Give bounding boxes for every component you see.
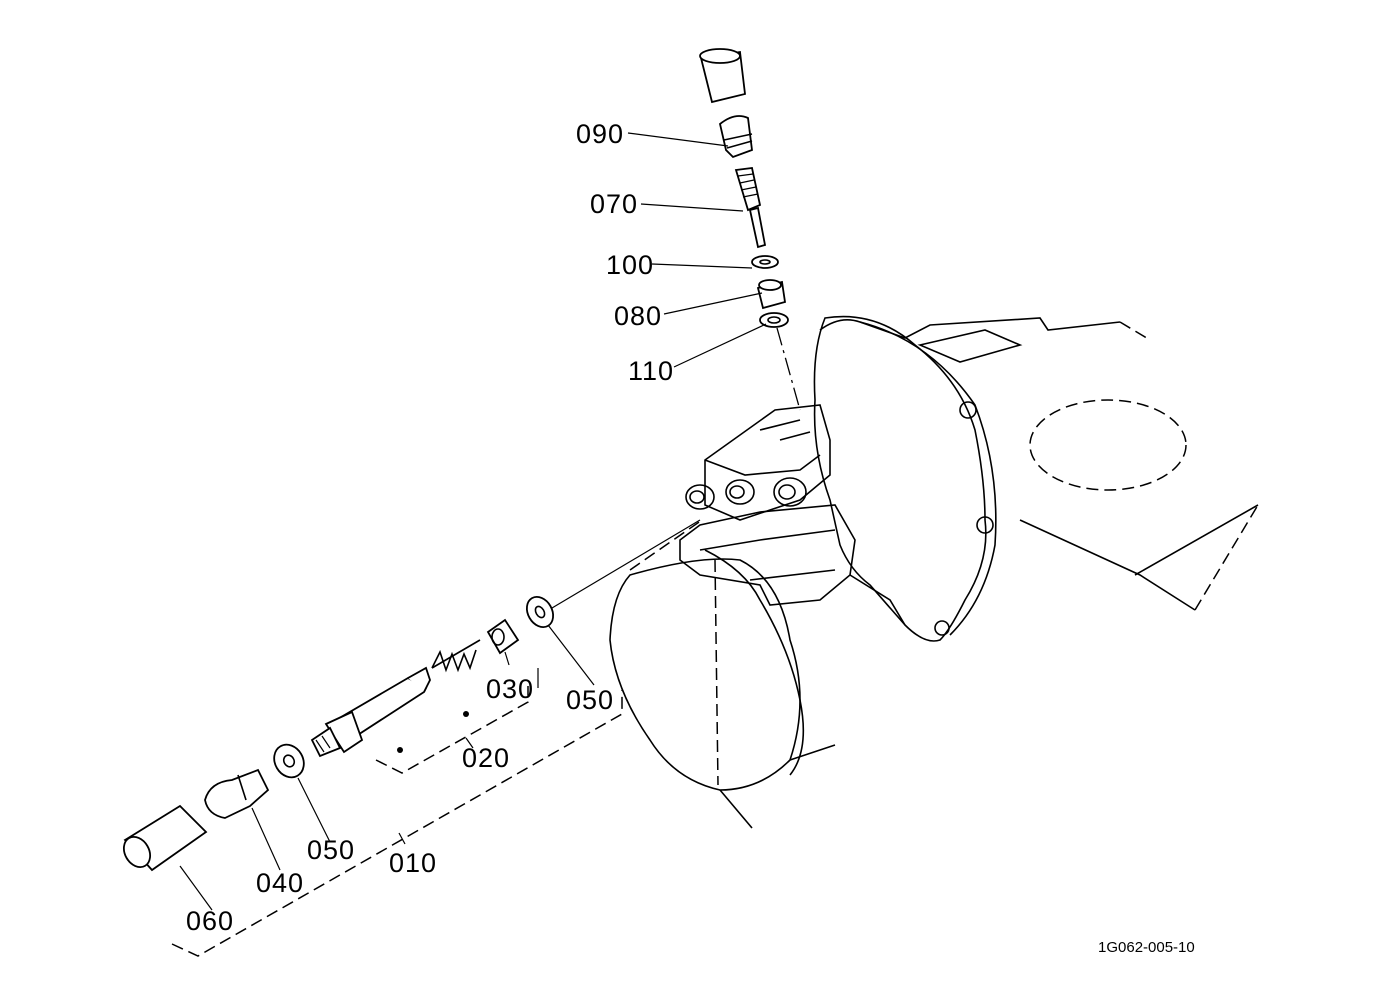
callout-040: 040 — [256, 868, 304, 898]
upper-assembly — [699, 48, 801, 411]
callout-010: 010 — [389, 848, 437, 878]
callout-030: 030 — [486, 674, 534, 704]
cap-upper — [699, 48, 746, 104]
callout-090: 090 — [576, 119, 624, 149]
part-080-nut — [756, 279, 787, 310]
callout-070: 070 — [590, 189, 638, 219]
part-020-spring — [431, 639, 481, 673]
part-030-nut — [486, 618, 520, 655]
callout-100: 100 — [606, 250, 654, 280]
pump-housing — [609, 315, 1259, 829]
part-110-washer — [759, 312, 789, 328]
part-090-nut — [718, 115, 753, 159]
part-050-washer-right — [525, 596, 555, 628]
callout-labels: 090 070 100 080 110 030 050 020 050 010 … — [186, 119, 1195, 956]
part-050-washer-left — [273, 743, 305, 779]
callout-020: 020 — [462, 743, 510, 773]
callout-050-left: 050 — [307, 835, 355, 865]
callout-080: 080 — [614, 301, 662, 331]
leader-lines — [171, 132, 767, 957]
part-010-plunger — [310, 666, 431, 758]
callout-060: 060 — [186, 906, 234, 936]
part-040-cap-nut — [204, 768, 270, 819]
callout-050-right: 050 — [566, 685, 614, 715]
part-070-stem — [734, 167, 767, 249]
callout-110: 110 — [628, 356, 674, 386]
document-id: 1G062-005-10 — [1098, 939, 1195, 956]
part-060-cap — [122, 804, 208, 872]
lower-assembly — [122, 519, 701, 872]
part-100-washer — [751, 255, 779, 269]
